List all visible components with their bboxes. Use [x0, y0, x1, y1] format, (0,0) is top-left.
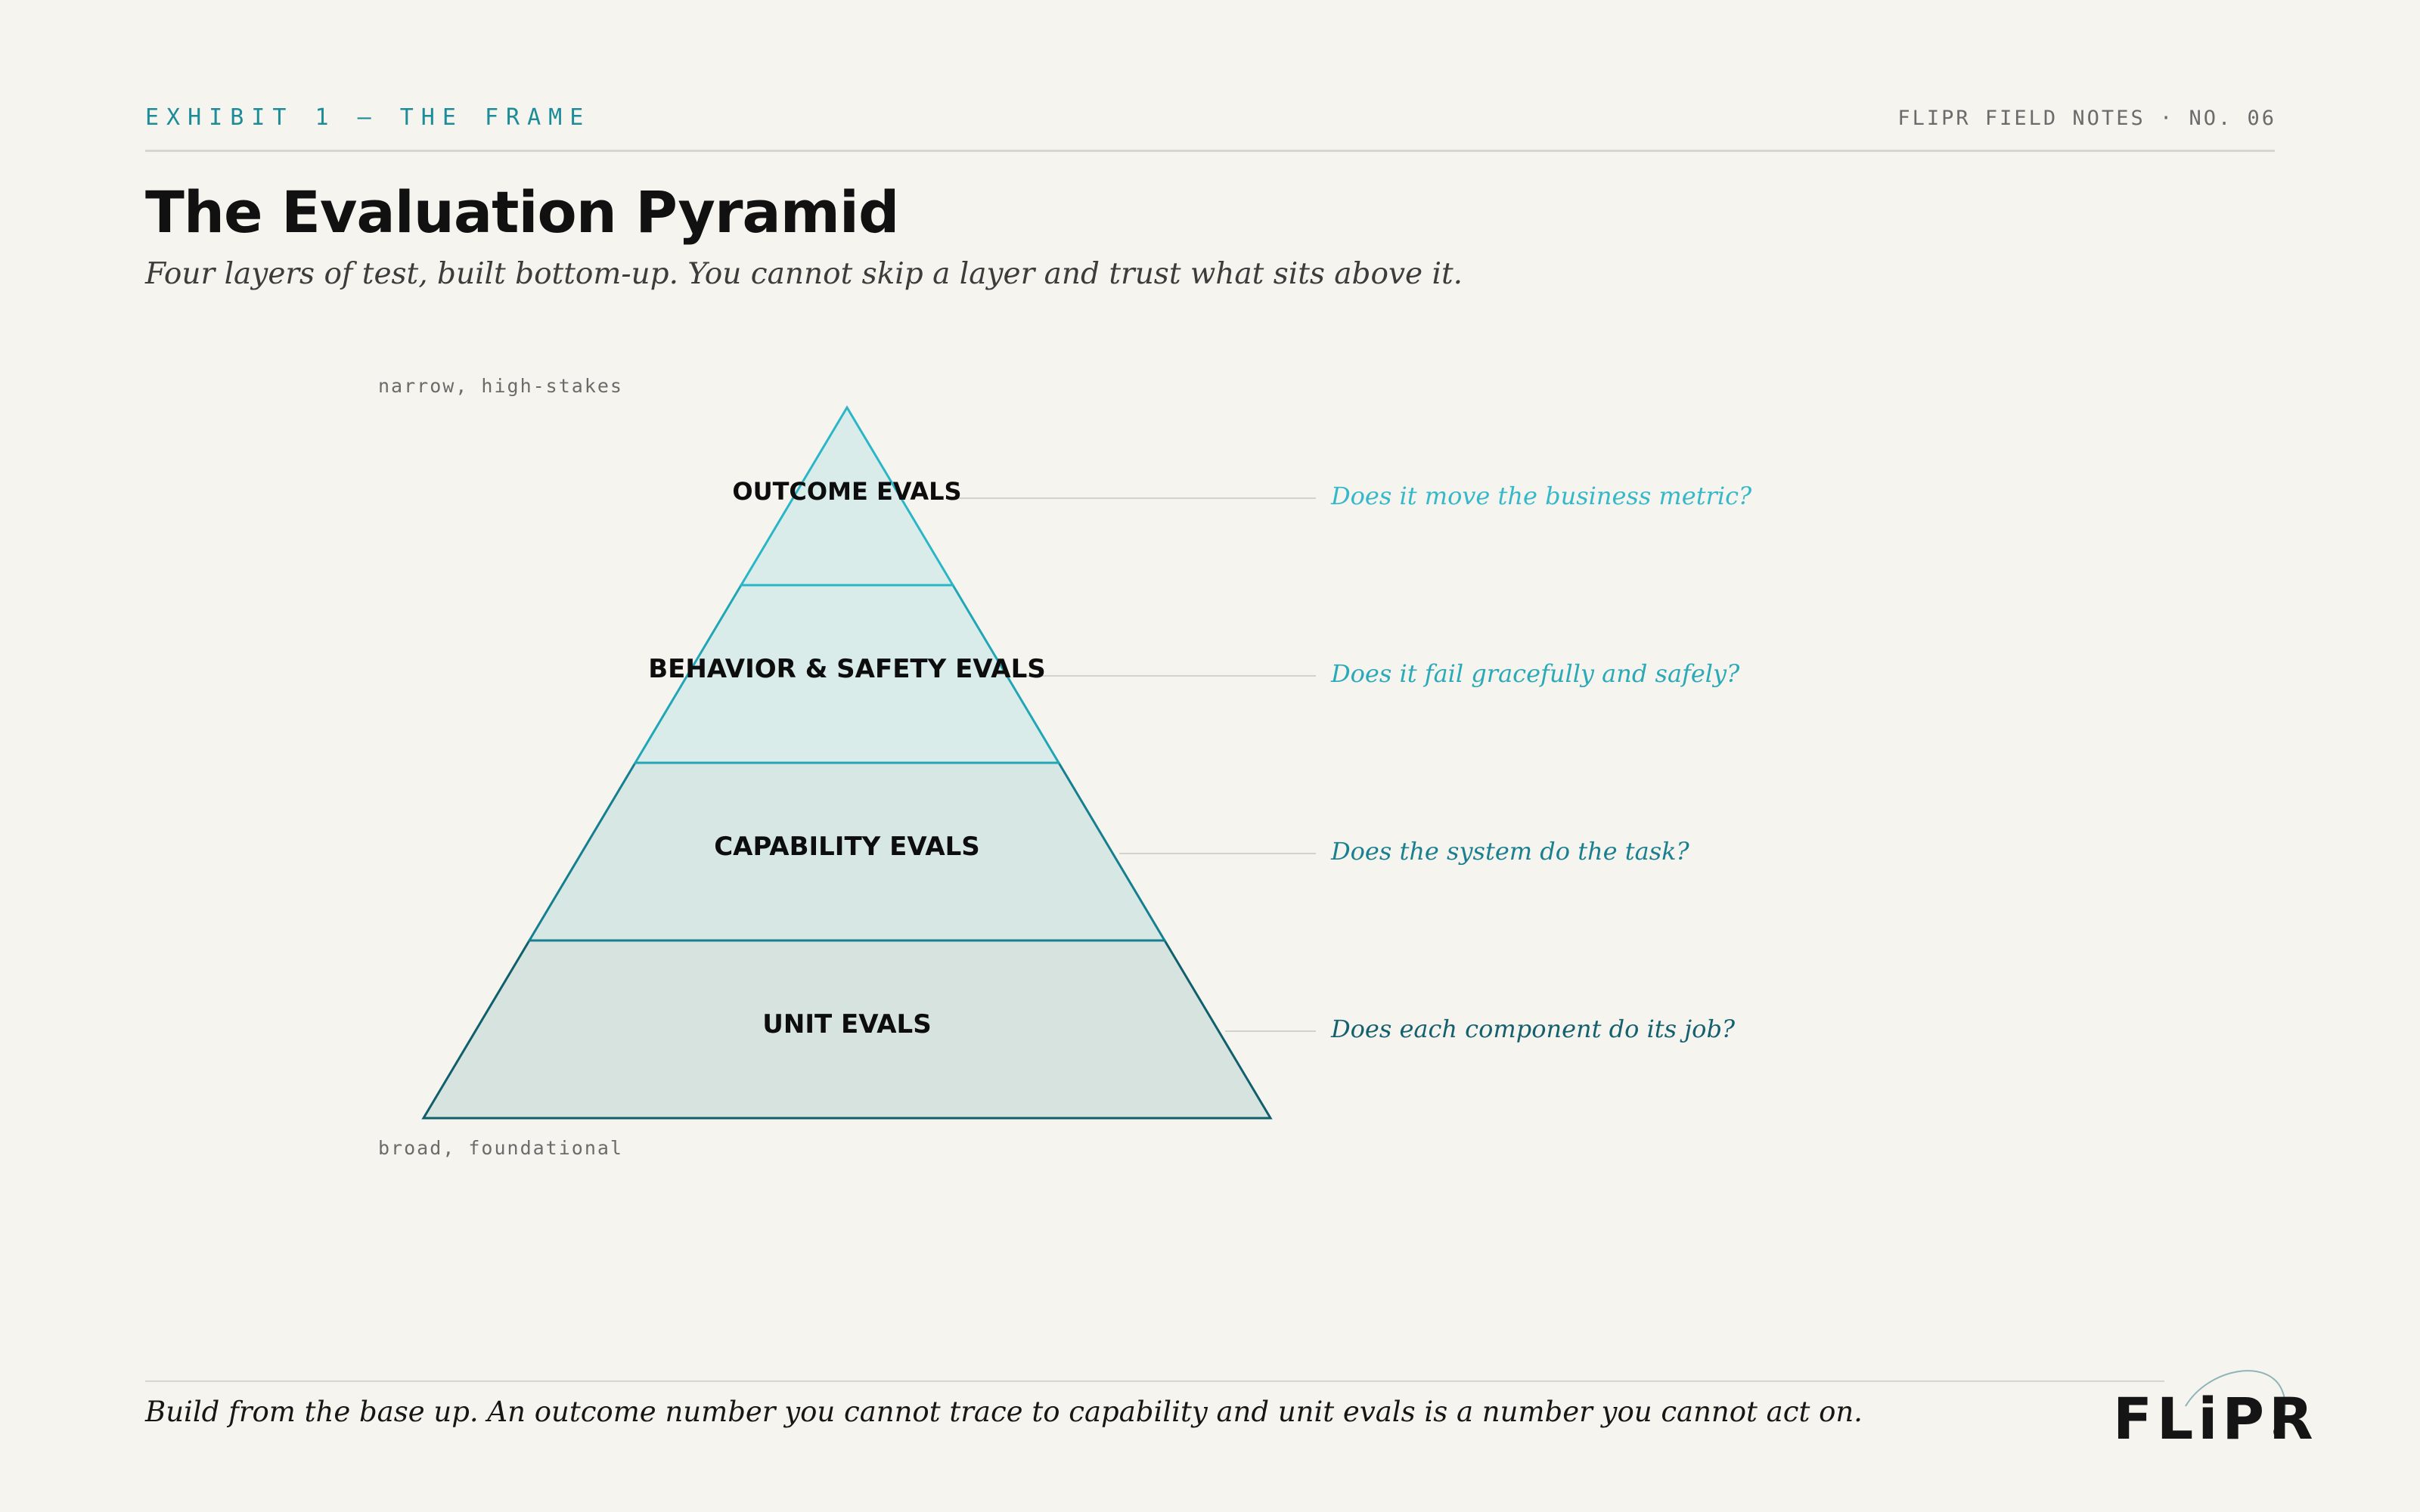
layer-question-capability: Does the system do the task?	[1330, 837, 1690, 866]
page-subtitle: Four layers of test, built bottom-up. Yo…	[145, 257, 1463, 291]
page-title: The Evaluation Pyramid	[145, 178, 899, 246]
bottom-caption: broad, foundational	[378, 1137, 623, 1159]
exhibit-label: EXHIBIT 1 — THE FRAME	[145, 104, 591, 131]
layer-question-behavior-safety: Does it fail gracefully and safely?	[1330, 659, 1740, 688]
logo-arc-icon	[2185, 1370, 2286, 1436]
footer-note: Build from the base up. An outcome numbe…	[145, 1396, 1863, 1428]
layer-label-unit: UNIT EVALS	[762, 1009, 931, 1040]
pyramid-diagram: narrow, high-stakes OUTCOME EVALS BEHAVI…	[378, 375, 1752, 1159]
logo-wordmark: FLiPR	[2113, 1385, 2318, 1452]
flipr-logo: FLiPR	[2110, 1361, 2313, 1452]
top-caption: narrow, high-stakes	[378, 375, 623, 397]
layer-label-behavior-safety: BEHAVIOR & SAFETY EVALS	[648, 654, 1046, 684]
layer-label-capability: CAPABILITY EVALS	[714, 832, 980, 862]
series-label: FLIPR FIELD NOTES · NO. 06	[1897, 107, 2276, 130]
layer-question-outcome: Does it move the business metric?	[1330, 482, 1752, 510]
layer-question-unit: Does each component do its job?	[1330, 1015, 1736, 1043]
footer-divider	[145, 1380, 2164, 1382]
pyramid-layer-outcome	[739, 405, 955, 587]
layer-label-outcome: OUTCOME EVALS	[732, 477, 961, 506]
header-divider	[145, 150, 2275, 152]
